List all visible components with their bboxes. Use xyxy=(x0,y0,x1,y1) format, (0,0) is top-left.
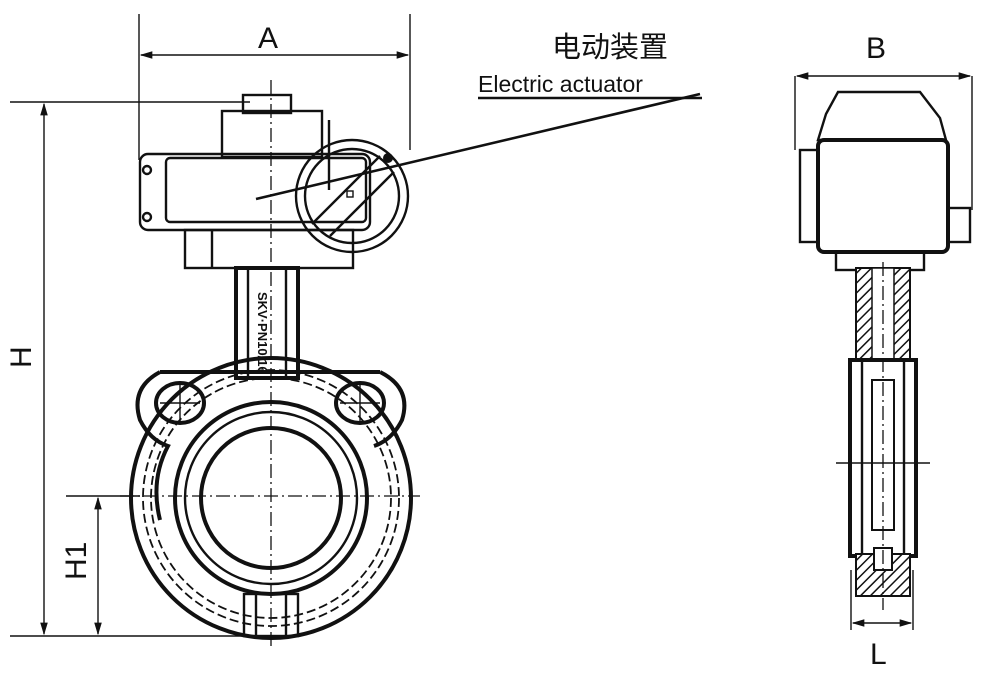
dimension-h1-label: H1 xyxy=(60,542,93,580)
stem-marking: SKV·PN10/16 xyxy=(255,292,270,374)
callout-english: Electric actuator xyxy=(478,71,643,97)
dimension-l-label: L xyxy=(870,638,887,671)
bolt-hole-left xyxy=(154,381,206,425)
valve-body-front xyxy=(120,80,420,650)
dimension-b-label: B xyxy=(866,32,886,65)
front-view: A H H1 xyxy=(5,14,701,650)
dimension-a-label: A xyxy=(258,22,278,55)
dimension-h-label: H xyxy=(5,346,38,368)
actuator-callout: 电动装置 Electric actuator xyxy=(478,30,702,100)
dimension-l: L xyxy=(850,570,914,671)
side-view: B L xyxy=(794,32,973,671)
dimension-a: A xyxy=(138,14,411,160)
actuator-front xyxy=(138,92,701,270)
dimension-h: H xyxy=(5,101,250,637)
dimension-b: B xyxy=(794,32,973,210)
leader-line xyxy=(255,92,701,201)
callout-chinese: 电动装置 xyxy=(552,30,668,64)
bolt-hole-right xyxy=(334,381,386,425)
handwheel-icon xyxy=(294,120,410,254)
dimension-h1: H1 xyxy=(60,495,140,636)
